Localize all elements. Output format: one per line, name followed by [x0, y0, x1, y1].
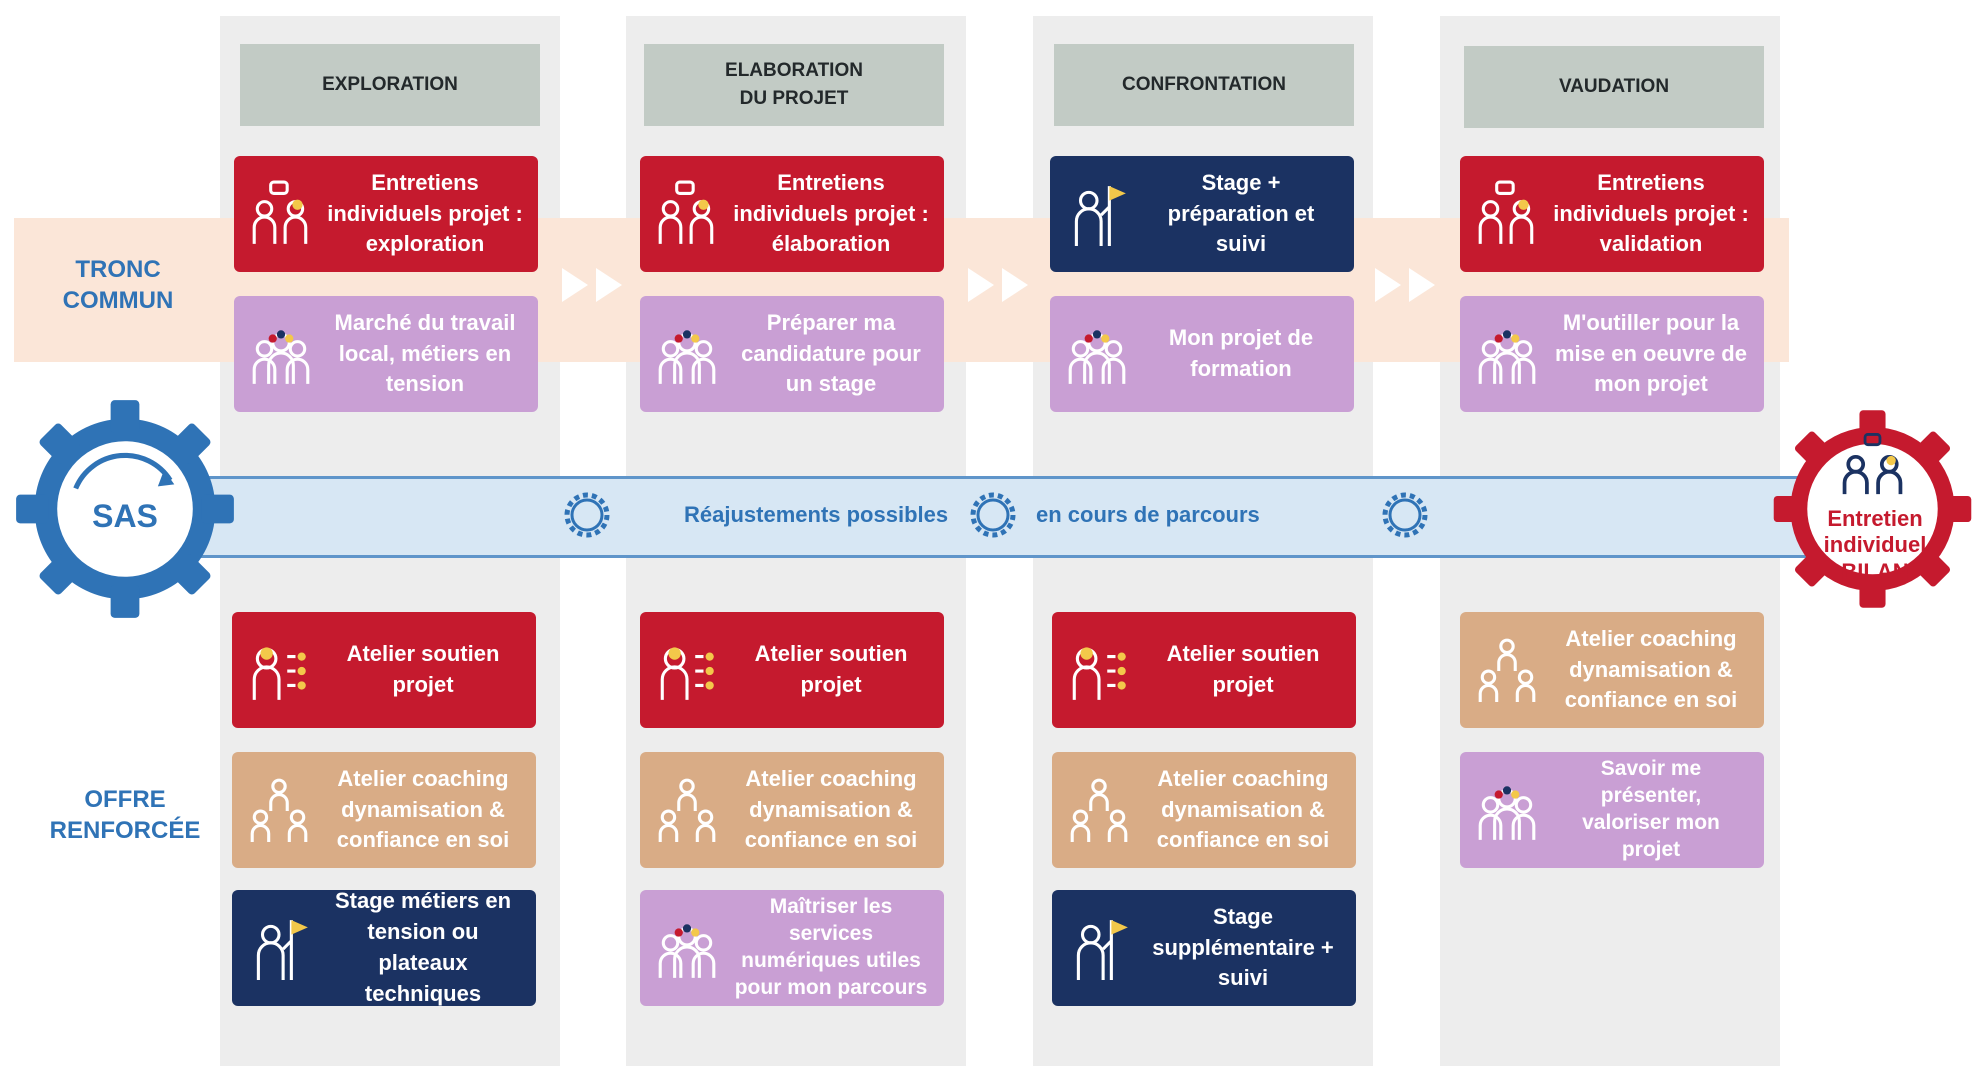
readjustment-strip: [200, 476, 1820, 558]
card-text: Atelier soutien projet: [346, 641, 500, 697]
group-icon: [1068, 330, 1126, 384]
arrow-icon: [968, 268, 994, 302]
support-icon: [252, 647, 306, 700]
card-text: Savoir me présenter, valoriser mon proje…: [1582, 757, 1720, 861]
phase-header-validation: VAUDATION: [1464, 46, 1764, 128]
card-text: Stage supplémentaire + suivi: [1152, 903, 1334, 991]
card-marche-travail: Marché du travail local, métiers en tens…: [234, 296, 538, 412]
readjust-text-2: en cours de parcours: [1036, 502, 1260, 527]
readjust-text-1: Réajustements possibles: [684, 502, 949, 527]
card-text: Stage métiers en tension ou plateaux tec…: [334, 888, 512, 1006]
group-icon: [658, 330, 716, 384]
coaching-icon: [250, 778, 308, 842]
card-stage-supplementaire: Stage supplémentaire + suivi: [1052, 890, 1356, 1006]
card-entretiens-exploration: Entretiens individuels projet : explorat…: [234, 156, 538, 272]
card-text: Mon projet de formation: [1168, 325, 1314, 381]
group-icon: [658, 924, 716, 978]
card-atelier-soutien: Atelier soutien projet: [1052, 612, 1356, 728]
card-text: Atelier coaching dynamisation & confianc…: [1156, 765, 1330, 853]
card-text: Atelier soutien projet: [754, 641, 908, 697]
card-atelier-coaching: Atelier coaching dynamisation & confianc…: [1052, 752, 1356, 868]
group-icon: [1478, 786, 1536, 840]
card-stage-preparation: Stage + préparation et suivi: [1050, 156, 1354, 272]
card-text: Atelier coaching dynamisation & confianc…: [1564, 625, 1738, 713]
interview-icon: [658, 180, 714, 244]
arrow-icon: [562, 268, 588, 302]
arrow-icon: [1375, 268, 1401, 302]
sas-label: SAS: [92, 498, 158, 534]
card-atelier-coaching: Atelier coaching dynamisation & confianc…: [232, 752, 536, 868]
card-text: Entretiens individuels projet : explorat…: [327, 169, 523, 257]
coaching-icon: [1478, 638, 1536, 702]
support-icon: [1072, 647, 1126, 700]
card-atelier-coaching: Atelier coaching dynamisation & confianc…: [1460, 612, 1764, 728]
card-entretiens-elaboration: Entretiens individuels projet : élaborat…: [640, 156, 944, 272]
interview-icon: [1478, 180, 1534, 244]
card-maitriser-services: Maîtriser les services numériques utiles…: [640, 890, 944, 1006]
small-gear-icon: [1382, 492, 1428, 538]
card-projet-formation: Mon projet de formation: [1050, 296, 1354, 412]
card-atelier-soutien: Atelier soutien projet: [640, 612, 944, 728]
card-text: Atelier soutien projet: [1166, 641, 1320, 697]
card-savoir-presenter: Savoir me présenter, valoriser mon proje…: [1460, 752, 1764, 868]
arrow-icon: [596, 268, 622, 302]
card-atelier-coaching: Atelier coaching dynamisation & confianc…: [640, 752, 944, 868]
card-entretiens-validation: Entretiens individuels projet : validati…: [1460, 156, 1764, 272]
card-text: Maîtriser les services numériques utiles…: [734, 895, 928, 999]
coaching-icon: [1070, 778, 1128, 842]
tronc-commun-label: TRONC COMMUN: [62, 256, 174, 315]
coaching-icon: [658, 778, 716, 842]
flag-person-icon: [1076, 920, 1128, 980]
sas-gear-icon: [16, 400, 234, 618]
card-text: Atelier coaching dynamisation & confianc…: [336, 765, 510, 853]
card-preparer-candidature: Préparer ma candidature pour un stage: [640, 296, 944, 412]
card-text: Entretiens individuels projet : élaborat…: [733, 169, 929, 257]
support-icon: [660, 647, 714, 700]
phase-header-exploration: EXPLORATION: [240, 44, 540, 126]
flag-person-icon: [1074, 186, 1126, 246]
small-gear-icon: [564, 492, 610, 538]
card-text: Entretiens individuels projet : validati…: [1553, 169, 1749, 257]
interview-icon: [252, 180, 308, 244]
card-text: Marché du travail local, métiers en tens…: [334, 309, 516, 397]
card-stage-metiers: Stage métiers en tension ou plateaux tec…: [232, 888, 536, 1006]
bilan-label: Entretien individuel BILAN: [1823, 506, 1927, 584]
card-outiller-projet: M'outiller pour la mise en oeuvre de mon…: [1460, 296, 1764, 412]
bilan-gear-icon: [1773, 410, 1972, 608]
phase-header-elaboration: ELABORATION DU PROJET: [644, 44, 944, 126]
small-gear-icon: [970, 492, 1016, 538]
phase-header-confrontation: CONFRONTATION: [1054, 44, 1354, 126]
card-text: M'outiller pour la mise en oeuvre de mon…: [1555, 309, 1747, 397]
offre-renforcee-label: OFFRE RENFORCÉE: [49, 786, 201, 845]
arrow-icon: [1409, 268, 1435, 302]
arrow-icon: [1002, 268, 1028, 302]
card-text: Stage + préparation et suivi: [1167, 169, 1315, 257]
group-icon: [1478, 330, 1536, 384]
group-icon: [252, 330, 310, 384]
card-text: Atelier coaching dynamisation & confianc…: [744, 765, 918, 853]
flag-person-icon: [256, 920, 308, 980]
card-text: Préparer ma candidature pour un stage: [741, 309, 921, 397]
card-atelier-soutien: Atelier soutien projet: [232, 612, 536, 728]
